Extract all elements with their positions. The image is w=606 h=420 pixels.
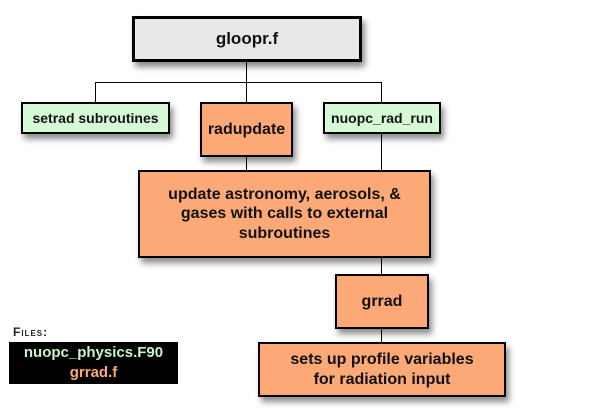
connector: [95, 82, 96, 102]
files-label: Files:: [13, 325, 49, 339]
radupdate-node: radupdate: [200, 102, 293, 157]
setrad-node: setrad subroutines: [21, 102, 170, 134]
connector: [95, 82, 382, 83]
connector: [246, 61, 247, 102]
connector: [246, 156, 247, 172]
file-item: grrad.f: [69, 364, 118, 381]
grrad-node: grrad: [335, 274, 429, 329]
connector: [381, 328, 382, 342]
gloopr-node: gloopr.f: [132, 16, 362, 62]
grrad-description: sets up profile variables for radiation …: [258, 342, 506, 397]
files-list: nuopc_physics.F90 grrad.f: [9, 342, 178, 384]
file-item: nuopc_physics.F90: [23, 344, 164, 361]
radupdate-description: update astronomy, aerosols, & gases with…: [138, 170, 431, 258]
nuopc-rad-run-node: nuopc_rad_run: [323, 102, 441, 134]
